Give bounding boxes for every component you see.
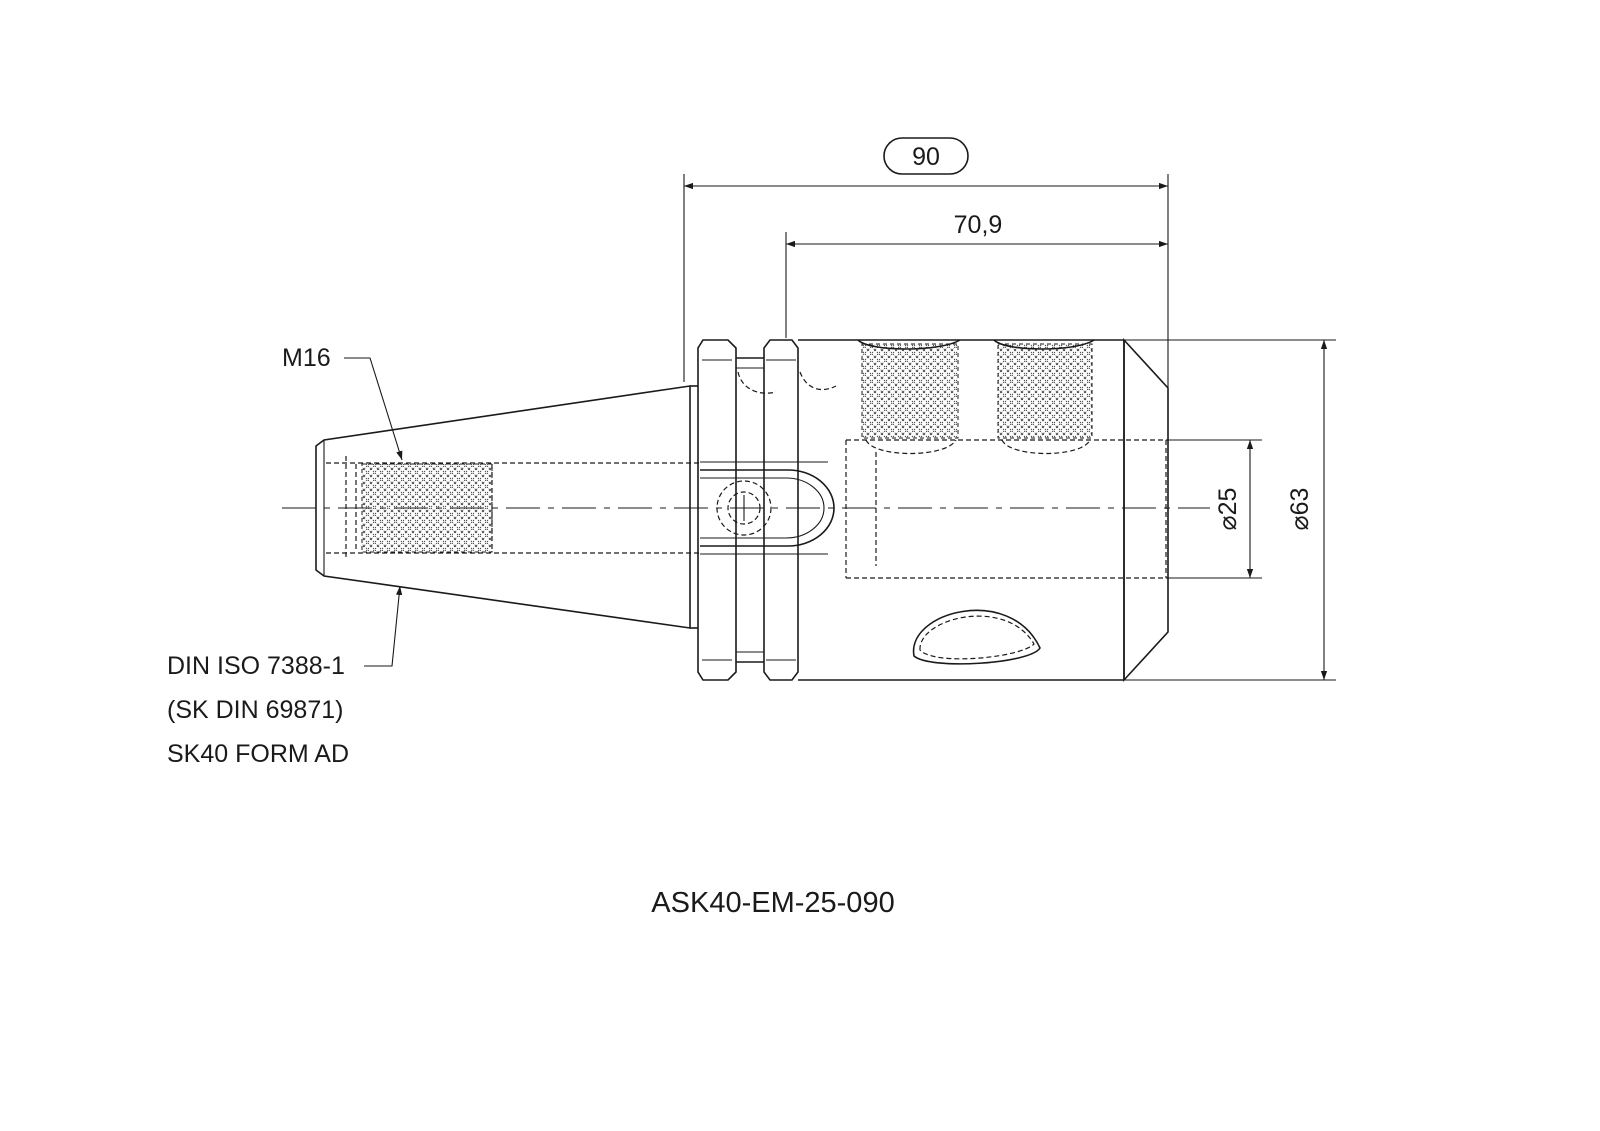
lower-pocket — [913, 609, 1041, 665]
dim-bore-diameter: ⌀25 — [1214, 488, 1242, 531]
dim-box-overall-length — [883, 137, 969, 175]
standard-note-line1: DIN ISO 7388-1 — [167, 652, 345, 680]
m16-thread-region — [355, 463, 493, 553]
flange — [690, 339, 837, 681]
thread-leader — [344, 357, 403, 461]
dim-body-length: 70,9 — [954, 211, 1003, 239]
standard-note-line3: SK40 FORM AD — [167, 740, 349, 768]
part-number: ASK40-EM-25-090 — [651, 887, 894, 919]
thread-note: M16 — [282, 344, 331, 372]
orientation-notch — [700, 469, 835, 547]
dim-overall-length: 90 — [912, 143, 940, 171]
clamping-screw-2 — [997, 343, 1093, 454]
dim-body-diameter: ⌀63 — [1286, 488, 1314, 531]
standard-leader — [364, 585, 403, 667]
standard-note-line2: (SK DIN 69871) — [167, 696, 343, 724]
clamping-screw-1 — [861, 343, 959, 454]
main-body — [798, 337, 1169, 683]
